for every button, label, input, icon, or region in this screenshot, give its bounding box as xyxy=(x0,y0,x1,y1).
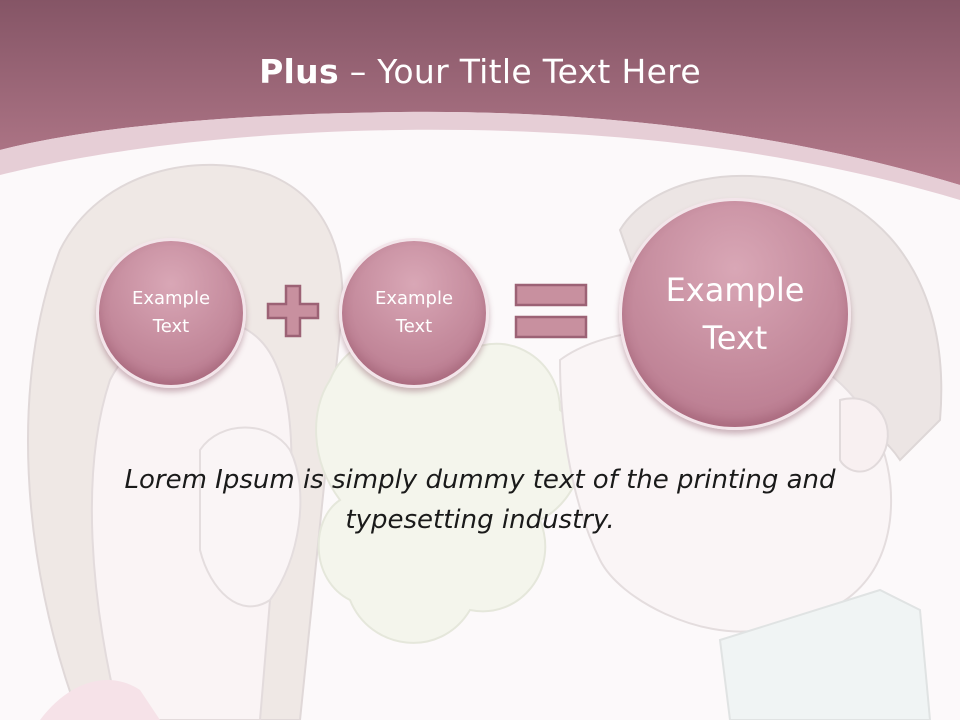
title-bold: Plus xyxy=(259,52,339,91)
plus-icon xyxy=(266,284,320,338)
header-band xyxy=(0,0,960,185)
right-operand-circle: Example Text xyxy=(339,238,489,388)
left-operand-circle: Example Text xyxy=(96,238,246,388)
boy-collar-shape xyxy=(718,588,932,720)
right-operand-label: Example Text xyxy=(374,288,454,337)
boy-ear-shape xyxy=(839,397,889,473)
girl-shirt-shape xyxy=(40,680,160,720)
slide-title: Plus – Your Title Text Here xyxy=(0,52,960,91)
result-label: Example Text xyxy=(665,271,805,357)
header-swoosh xyxy=(0,111,960,200)
result-circle: Example Text xyxy=(619,198,851,430)
equals-icon xyxy=(514,283,588,339)
hand-shape xyxy=(199,426,302,608)
caption-text: Lorem Ipsum is simply dummy text of the … xyxy=(124,465,836,535)
title-rest: – Your Title Text Here xyxy=(338,52,701,91)
left-operand-label: Example Text xyxy=(131,288,211,337)
